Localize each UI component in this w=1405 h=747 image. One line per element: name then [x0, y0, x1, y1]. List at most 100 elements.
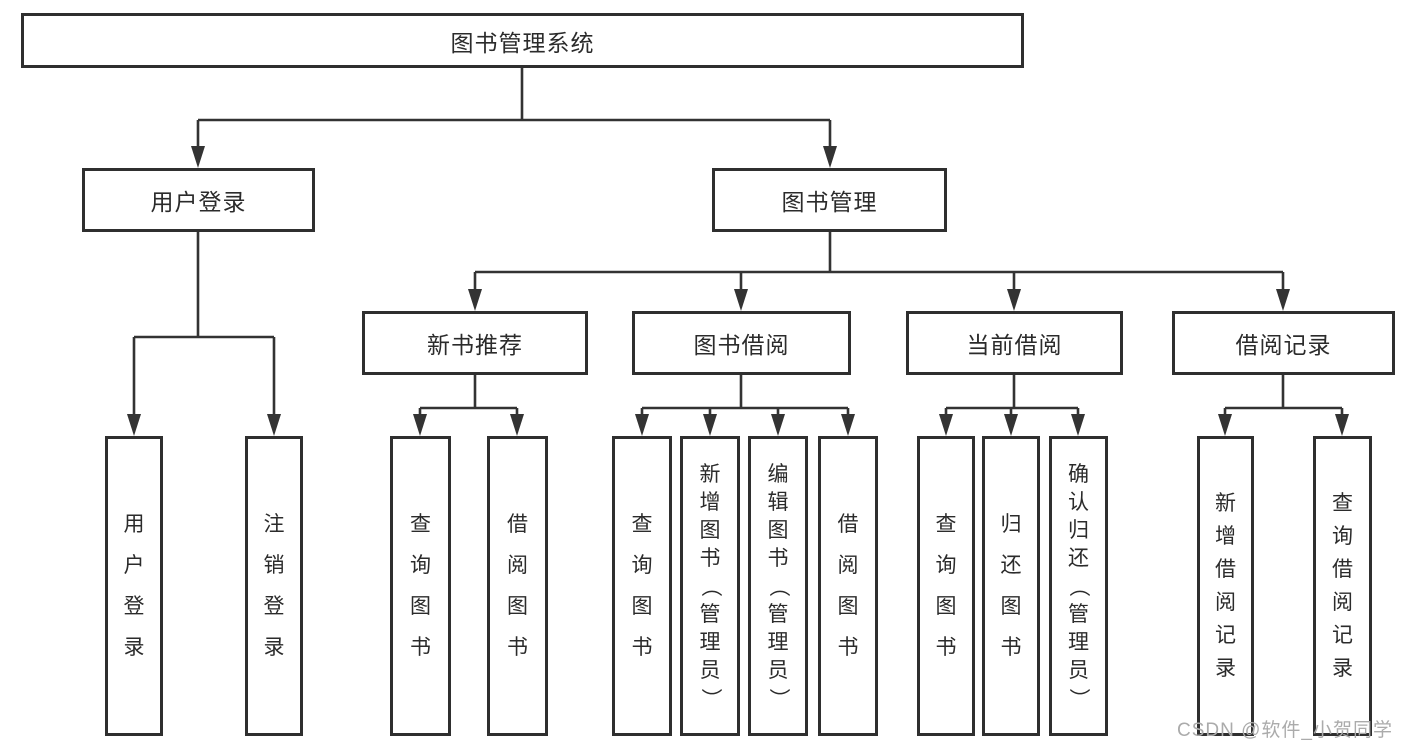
leaf-label-char: 图 — [410, 595, 431, 618]
leaf-label-char: 员 — [767, 658, 789, 682]
leaf-label-char: 图 — [767, 518, 789, 542]
leaf-label-char: ） — [698, 687, 722, 709]
leaf-label-char: 理 — [1068, 630, 1089, 654]
leaf-return-books: 归还图书 — [982, 436, 1040, 736]
leaf-label-char: 书 — [1000, 636, 1022, 659]
leaf-label: 查询图书 — [632, 514, 653, 658]
leaf-label-char: 查 — [935, 513, 957, 536]
leaf-label-char: 归 — [1068, 518, 1089, 542]
leaf-label-char: ） — [766, 687, 790, 709]
leaf-label-char: 记 — [1215, 624, 1236, 647]
leaf-label-char: 认 — [1068, 490, 1089, 514]
leaf-label-char: 书 — [699, 546, 721, 570]
leaf-label-char: 还 — [1068, 546, 1089, 570]
leaf-label-char: 借 — [1332, 558, 1353, 581]
leaf-edit-books-admin: 编辑图书（管理员） — [748, 436, 808, 736]
leaf-logout: 注销登录 — [245, 436, 303, 736]
connector-user-login-to-children — [127, 232, 281, 436]
leaf-label-char: 录 — [1215, 657, 1236, 680]
leaf-label-char: 查 — [631, 513, 653, 536]
leaf-label-char: 记 — [1332, 624, 1353, 647]
leaf-query-books-recommendation: 查询图书 — [390, 436, 451, 736]
leaf-label-char: 图 — [699, 518, 721, 542]
leaf-label-char: 阅 — [1215, 591, 1236, 614]
leaf-label-char: 阅 — [837, 554, 859, 577]
leaf-label-char: 管 — [699, 602, 721, 626]
leaf-label-char: 阅 — [507, 554, 528, 577]
leaf-label-char: 书 — [507, 636, 528, 659]
leaf-label-char: 管 — [767, 602, 789, 626]
leaf-label-char: 录 — [263, 636, 285, 659]
leaf-label-char: 辑 — [767, 490, 789, 514]
node-library-management-system: 图书管理系统 — [21, 13, 1024, 68]
leaf-label-char: 增 — [1215, 525, 1236, 548]
leaf-label-char: 询 — [410, 554, 431, 577]
leaf-label-char: 确 — [1068, 462, 1089, 486]
leaf-label: 归还图书 — [1001, 514, 1022, 658]
node-book-borrowing: 图书借阅 — [632, 311, 851, 375]
leaf-label-char: （ — [766, 575, 790, 597]
leaf-label-char: 借 — [837, 513, 859, 536]
leaf-label-char: 录 — [1332, 657, 1353, 680]
connector-new-book-recommendation-to-children — [413, 375, 524, 436]
leaf-borrow-books-recommendation: 借阅图书 — [487, 436, 548, 736]
leaf-label-char: 增 — [699, 490, 721, 514]
leaf-label-char: （ — [1067, 575, 1090, 597]
leaf-label-char: 图 — [935, 595, 957, 618]
connector-borrow-records-to-children — [1218, 375, 1349, 436]
node-user-login: 用户登录 — [82, 168, 315, 232]
leaf-label-char: 归 — [1000, 513, 1022, 536]
leaf-label-char: 阅 — [1332, 591, 1353, 614]
watermark: CSDN @软件_小贺同学 — [1177, 720, 1393, 741]
leaf-label: 用户登录 — [124, 514, 145, 658]
connector-book-borrowing-to-children — [635, 375, 855, 436]
leaf-label: 借阅图书 — [838, 514, 859, 658]
leaf-query-books-borrowing: 查询图书 — [612, 436, 672, 736]
leaf-query-borrow-record: 查询借阅记录 — [1313, 436, 1372, 736]
leaf-label-char: 询 — [935, 554, 957, 577]
leaf-label: 借阅图书 — [507, 514, 528, 658]
node-book-management: 图书管理 — [712, 168, 947, 232]
leaf-label-char: 图 — [1000, 595, 1022, 618]
node-new-book-recommendation: 新书推荐 — [362, 311, 588, 375]
leaf-label: 查询图书 — [936, 514, 957, 658]
connector-book-management-to-level3 — [468, 232, 1290, 311]
leaf-label-char: 图 — [631, 595, 653, 618]
leaf-label-char: 员 — [1068, 658, 1089, 682]
leaf-label-char: 询 — [631, 554, 653, 577]
leaf-label-char: 员 — [699, 658, 721, 682]
leaf-label: 注销登录 — [264, 514, 285, 658]
leaf-label-char: 图 — [837, 595, 859, 618]
leaf-label-char: 管 — [1068, 602, 1089, 626]
leaf-label-char: 图 — [507, 595, 528, 618]
leaf-label-char: 查 — [1332, 492, 1353, 515]
leaf-label: 编辑图书（管理员） — [766, 462, 790, 709]
leaf-label-char: （ — [698, 575, 722, 597]
leaf-label-char: 借 — [1215, 558, 1236, 581]
leaf-query-books-current: 查询图书 — [917, 436, 975, 736]
leaf-label-char: 录 — [123, 636, 145, 659]
leaf-label-char: 登 — [263, 595, 285, 618]
leaf-label-char: ） — [1067, 687, 1090, 709]
leaf-label-char: 理 — [699, 630, 721, 654]
leaf-add-borrow-record: 新增借阅记录 — [1197, 436, 1254, 736]
leaf-label-char: 新 — [1215, 492, 1236, 515]
leaf-add-books-admin: 新增图书 （ 管理员 ） — [680, 436, 740, 736]
leaf-label-char: 销 — [263, 554, 285, 577]
leaf-label-char: 书 — [935, 636, 957, 659]
leaf-label-char: 新 — [699, 462, 721, 486]
node-borrow-records: 借阅记录 — [1172, 311, 1395, 375]
leaf-label-char: 编 — [767, 462, 789, 486]
leaf-label-char: 注 — [263, 513, 285, 536]
leaf-label-char: 登 — [123, 595, 145, 618]
leaf-borrow-books: 借阅图书 — [818, 436, 878, 736]
leaf-label-char: 还 — [1000, 554, 1022, 577]
leaf-label: 新增借阅记录 — [1215, 493, 1236, 679]
leaf-label: 新增图书 （ 管理员 ） — [698, 462, 722, 709]
leaf-label-char: 书 — [767, 546, 789, 570]
node-current-borrowing: 当前借阅 — [906, 311, 1123, 375]
leaf-label: 查询借阅记录 — [1332, 493, 1353, 679]
leaf-user-login: 用户登录 — [105, 436, 163, 736]
leaf-label-char: 借 — [507, 513, 528, 536]
